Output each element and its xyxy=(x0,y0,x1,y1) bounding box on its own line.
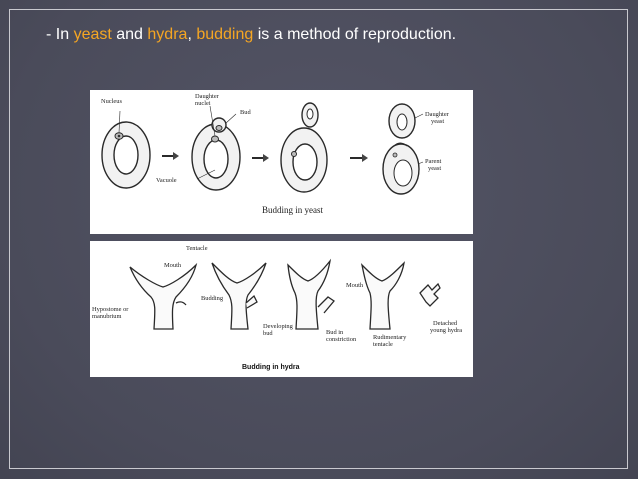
label-daughter-yeast-2: yeast xyxy=(431,118,444,125)
caption-budding: budding xyxy=(196,26,254,43)
label-detached-2: young hydra xyxy=(430,327,462,334)
hydra-diagram-caption: Budding in hydra xyxy=(242,364,300,371)
hydra-4 xyxy=(360,261,405,330)
label-mouth-1: Mouth xyxy=(164,262,182,269)
caption-comma: , xyxy=(187,26,197,43)
label-bud-in-2: constriction xyxy=(326,336,357,343)
hydra-2 xyxy=(211,262,267,330)
caption-prefix: - In xyxy=(46,26,74,43)
caption-and: and xyxy=(111,26,148,43)
label-daughter-nuclei-2: nuclei xyxy=(195,100,211,107)
label-mouth-2: Mouth xyxy=(346,282,364,289)
hydra-1 xyxy=(129,262,198,330)
label-bud-in-1: Bud in xyxy=(326,329,344,336)
hydra-budding-diagram: Tentacle Mouth Budding Hypostome or manu… xyxy=(90,241,473,377)
label-tentacle: Tentacle xyxy=(186,245,208,252)
caption-hydra: hydra xyxy=(147,26,188,43)
label-hypostome-1: Hypostome or xyxy=(92,306,129,313)
hydra-3 xyxy=(287,258,332,330)
label-vacuole: Vacuole xyxy=(156,177,177,184)
yeast-cell-2 xyxy=(191,105,241,191)
hydra-diagram-svg: Tentacle Mouth Budding Hypostome or manu… xyxy=(92,245,462,371)
label-daughter-nuclei-1: Daughter xyxy=(195,93,220,100)
yeast-parent-cell xyxy=(382,142,424,195)
slide-frame xyxy=(9,9,628,469)
yeast-diagram-svg: Nucleus Daughter nuclei Bud Vacuole Daug… xyxy=(101,93,450,215)
yeast-diagram-caption: Budding in yeast xyxy=(262,205,323,215)
label-rudimentary-1: Rudimentary xyxy=(373,334,407,341)
label-budding: Budding xyxy=(201,295,224,302)
label-parent-yeast-2: yeast xyxy=(428,165,441,172)
label-daughter-yeast-1: Daughter xyxy=(425,111,450,118)
label-developing-2: bud xyxy=(263,330,273,337)
label-hypostome-2: manubrium xyxy=(92,313,121,320)
label-detached-1: Detached xyxy=(433,320,458,327)
slide-caption: - In yeast and hydra, budding is a metho… xyxy=(46,26,456,44)
yeast-cell-1 xyxy=(101,110,151,189)
label-developing-1: Developing xyxy=(263,323,294,330)
yeast-cell-3 xyxy=(280,102,328,193)
label-nucleus: Nucleus xyxy=(101,98,122,105)
hydra-detached-young xyxy=(419,282,441,307)
label-rudimentary-2: tentacle xyxy=(373,341,393,348)
label-parent-yeast-1: Parent xyxy=(425,158,442,165)
caption-suffix: is a method of reproduction. xyxy=(253,26,457,43)
yeast-budding-diagram: Nucleus Daughter nuclei Bud Vacuole Daug… xyxy=(90,90,473,234)
caption-yeast: yeast xyxy=(73,26,112,43)
label-bud: Bud xyxy=(240,109,251,116)
yeast-daughter-cell xyxy=(388,103,424,139)
